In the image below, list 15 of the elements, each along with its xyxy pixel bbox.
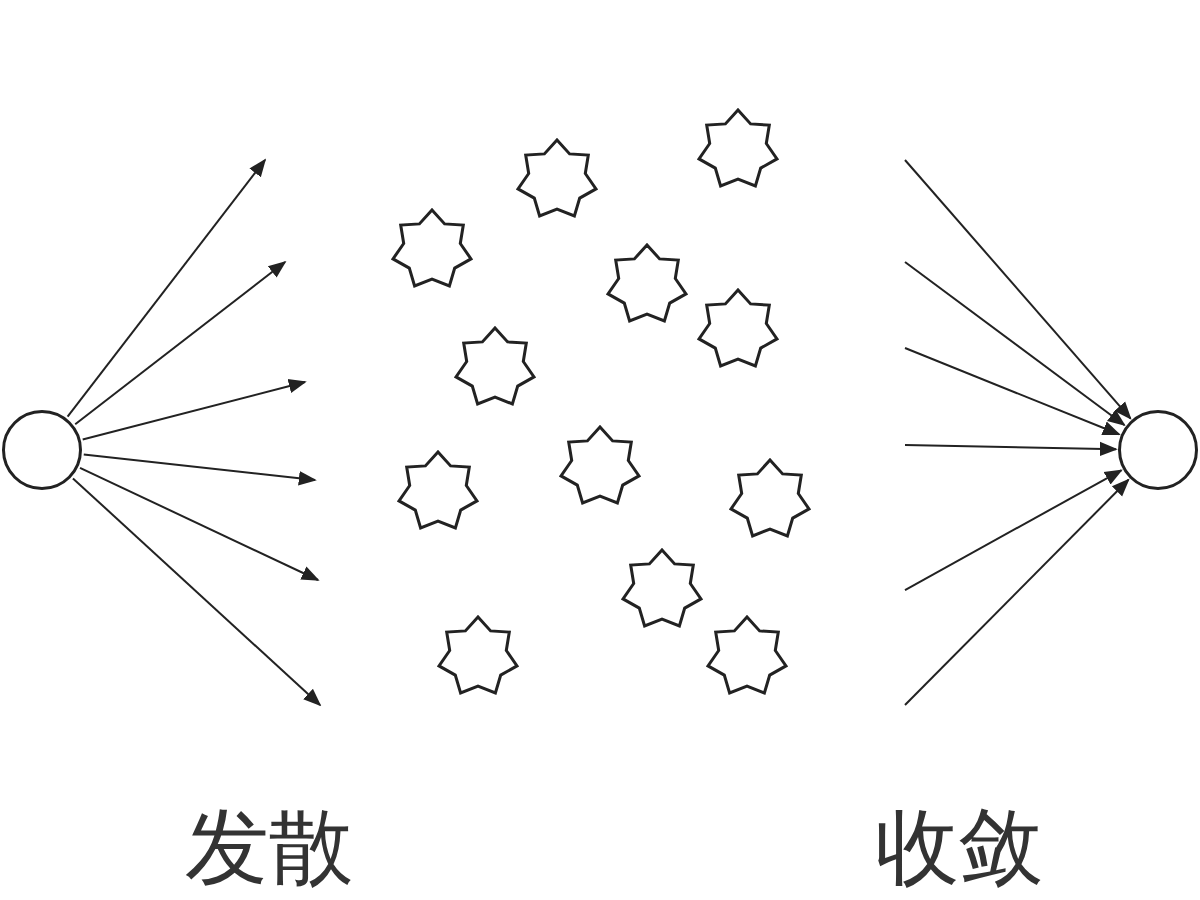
- arrow: [66, 158, 267, 418]
- arrow: [904, 261, 1126, 426]
- arrow: [81, 379, 307, 441]
- caption-label: 发散: [185, 805, 353, 889]
- arrow: [82, 453, 317, 486]
- caption-label: 收敛: [875, 805, 1043, 889]
- arrow: [904, 159, 1132, 420]
- arrow: [79, 466, 320, 581]
- arrow: [904, 478, 1130, 706]
- arrow: [904, 347, 1121, 436]
- arrow: [74, 260, 287, 426]
- arrow: [904, 441, 1118, 457]
- arrow: [904, 469, 1123, 591]
- circle-node: [1118, 410, 1198, 490]
- arrow: [71, 477, 322, 707]
